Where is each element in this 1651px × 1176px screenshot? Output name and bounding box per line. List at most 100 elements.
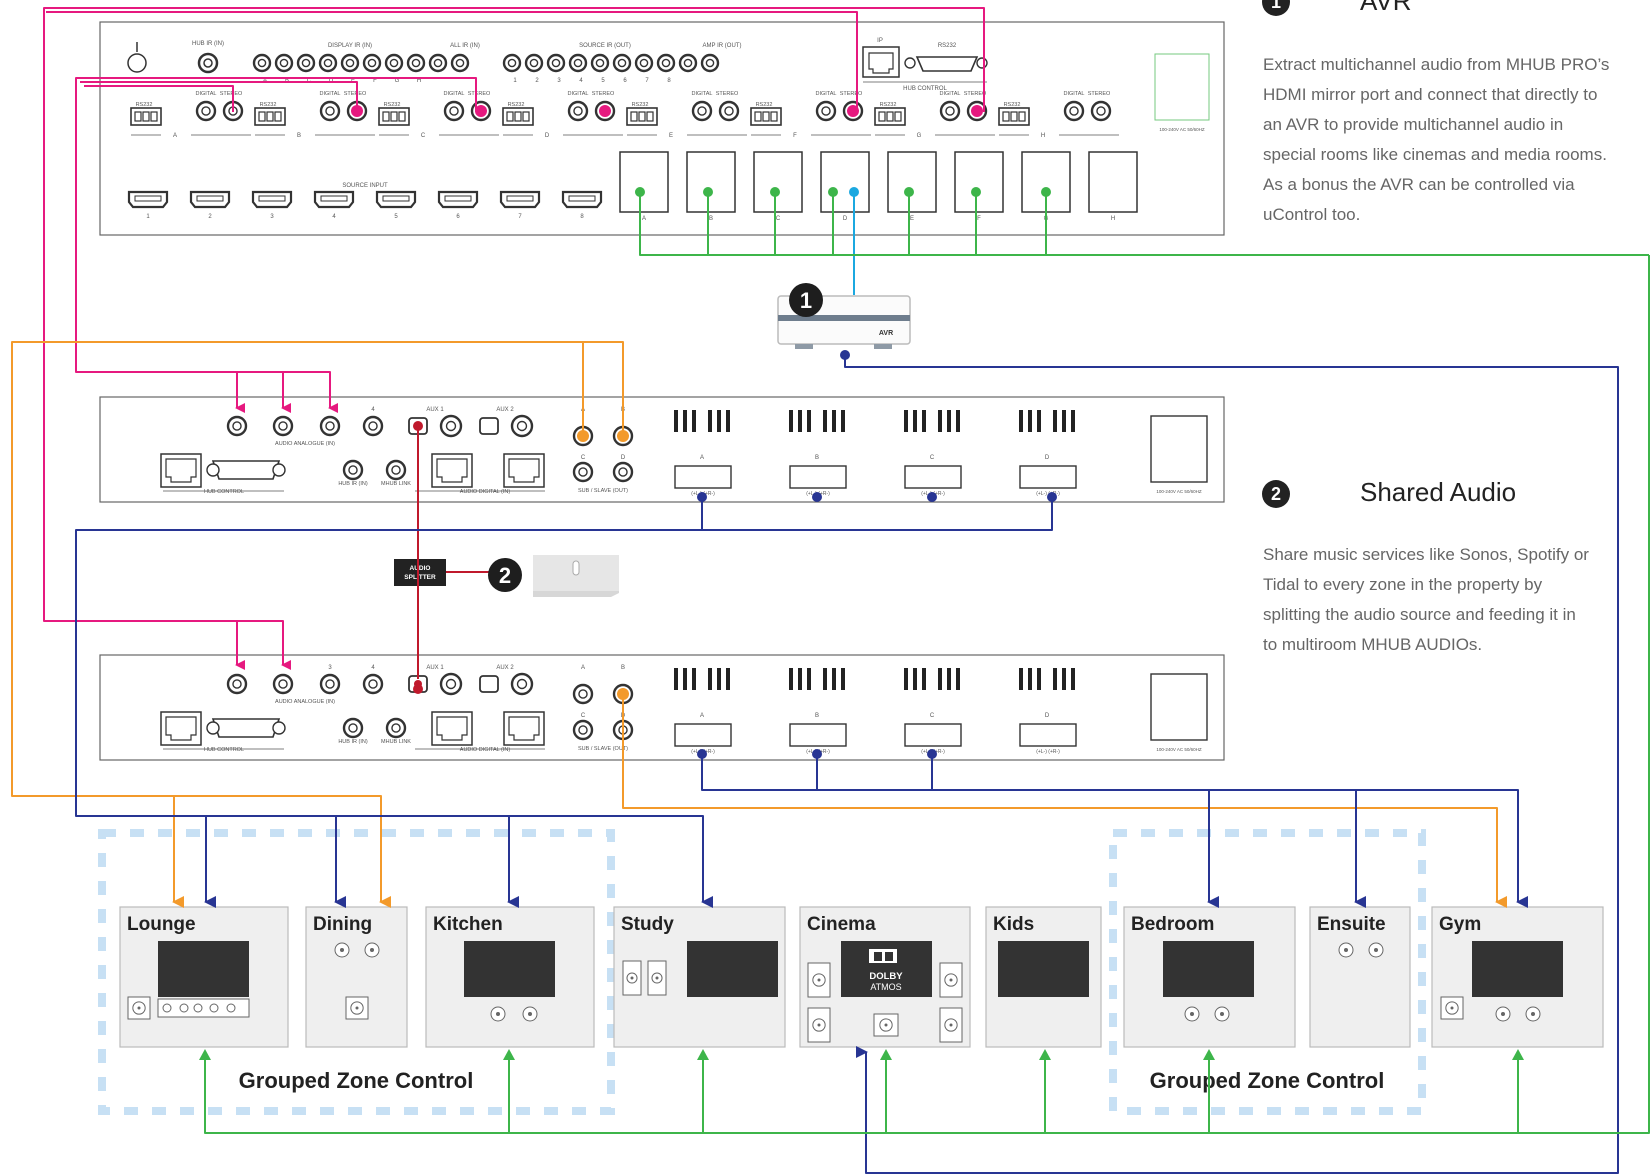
dolby-text: DOLBY (869, 971, 903, 982)
digital-label: DIGITAL (1064, 91, 1085, 97)
vent-icon (807, 410, 811, 432)
stereo-label: STEREO (220, 91, 243, 97)
zone-letter: D (1045, 455, 1050, 461)
wire-pink-a (84, 85, 234, 112)
hub-ir-label: HUB IR (IN) (338, 739, 368, 745)
step-2-body: Share music services like Sonos, Spotify… (1263, 545, 1589, 654)
aux1-label: AUX 1 (426, 407, 444, 413)
vent-icon (692, 410, 696, 432)
sub-slave-label: SUB / SLAVE (OUT) (578, 488, 628, 494)
stereo-label: STEREO (468, 91, 491, 97)
vent-icon (1071, 668, 1075, 690)
serial-port-icon (211, 718, 281, 738)
music-streamer (533, 555, 619, 597)
wire-pink-c2 (283, 371, 338, 413)
vent-icon (798, 410, 802, 432)
source-number: 5 (394, 214, 398, 220)
label-display-ir: DISPLAY IR (IN) (328, 43, 372, 49)
speaker-terminal-icon (1019, 465, 1077, 489)
speaker-terminal-icon (674, 465, 732, 489)
ir-label: 1 (513, 78, 517, 84)
wire-node-icon (927, 492, 937, 502)
vent-icon (913, 668, 917, 690)
audio-analogue-label: AUDIO ANALOGUE (IN) (275, 441, 335, 447)
label-all-ir: ALL IR (IN) (450, 43, 480, 49)
green-arrow-icon (1203, 1049, 1215, 1060)
wire-orange-gym (622, 694, 1507, 908)
vent-icon (841, 668, 845, 690)
aux1-label: AUX 1 (426, 665, 444, 671)
vent-icon (1053, 410, 1057, 432)
zone-letter: G (917, 133, 922, 139)
ir-label: H (417, 78, 421, 84)
aux2-label: AUX 2 (496, 665, 514, 671)
vent-icon (956, 410, 960, 432)
output-letter: A (642, 216, 646, 222)
input-number: 4 (371, 665, 375, 671)
green-arrow-icon (697, 1049, 709, 1060)
wire-green-bus (639, 192, 1649, 256)
wire-blue-gym (701, 754, 1528, 908)
zone-letter: F (793, 133, 797, 139)
label-hub-power: 100-240V AC 50/60HZ (1159, 127, 1205, 132)
serial-port-icon (915, 56, 979, 72)
wire-node-icon (413, 421, 423, 431)
vent-icon (789, 410, 793, 432)
zone-letter: C (421, 133, 426, 139)
stereo-label: STEREO (716, 91, 739, 97)
aux2-label: AUX 2 (496, 407, 514, 413)
power-inlet-icon (1150, 415, 1208, 483)
vent-icon (947, 668, 951, 690)
sub-letter: C (581, 455, 586, 461)
output-letter: H (1111, 216, 1115, 222)
hdbaset-output-icon (619, 151, 669, 213)
vent-icon (947, 410, 951, 432)
speaker-terminal-icon (904, 723, 962, 747)
audio-splitter: AUDIO SPLITTER (394, 559, 446, 586)
mhub-link-label: MHUB LINK (381, 739, 411, 745)
speaker-terminal-icon (789, 723, 847, 747)
tv-screen-icon (687, 941, 778, 997)
wire-pink-c (75, 77, 477, 413)
rs232-label: RS232 (384, 102, 401, 108)
label-source-input: SOURCE INPUT (342, 183, 388, 189)
power-inlet-icon (1150, 673, 1208, 741)
group-label-right: Grouped Zone Control (1150, 1068, 1385, 1093)
vent-icon (1019, 668, 1023, 690)
input-number: 3 (328, 665, 332, 671)
source-number: 6 (456, 214, 460, 220)
stereo-label: STEREO (592, 91, 615, 97)
vent-icon (922, 668, 926, 690)
green-arrow-icon (1512, 1049, 1524, 1060)
zone-letter: A (700, 713, 704, 719)
group-label-left: Grouped Zone Control (239, 1068, 474, 1093)
speaker-terminal-icon (674, 723, 732, 747)
output-letter: D (843, 216, 848, 222)
group-zone-right (1109, 829, 1426, 1115)
label-hub-control: HUB CONTROL (903, 86, 947, 92)
optical-port-icon (479, 417, 499, 435)
vent-icon (823, 410, 827, 432)
vent-icon (938, 410, 942, 432)
label-amp-ir: AMP IR (OUT) (703, 43, 742, 49)
wire-orange-dining (11, 341, 584, 908)
zone-letter: D (545, 133, 550, 139)
room-name: Lounge (127, 914, 196, 935)
vent-icon (683, 410, 687, 432)
tv-screen-icon (464, 941, 555, 997)
hdbaset-output-icon (753, 151, 803, 213)
digital-label: DIGITAL (816, 91, 837, 97)
vent-icon (1028, 668, 1032, 690)
stereo-label: STEREO (840, 91, 863, 97)
step-1-title: AVR (1360, 0, 1412, 16)
ir-label: 5 (601, 78, 605, 84)
vent-icon (798, 668, 802, 690)
wire-orange-b (583, 341, 624, 436)
room-card-ensuite (1309, 906, 1411, 1048)
wire-node-icon (1047, 492, 1057, 502)
wire-node-icon (927, 749, 937, 759)
stereo-label: STEREO (964, 91, 987, 97)
